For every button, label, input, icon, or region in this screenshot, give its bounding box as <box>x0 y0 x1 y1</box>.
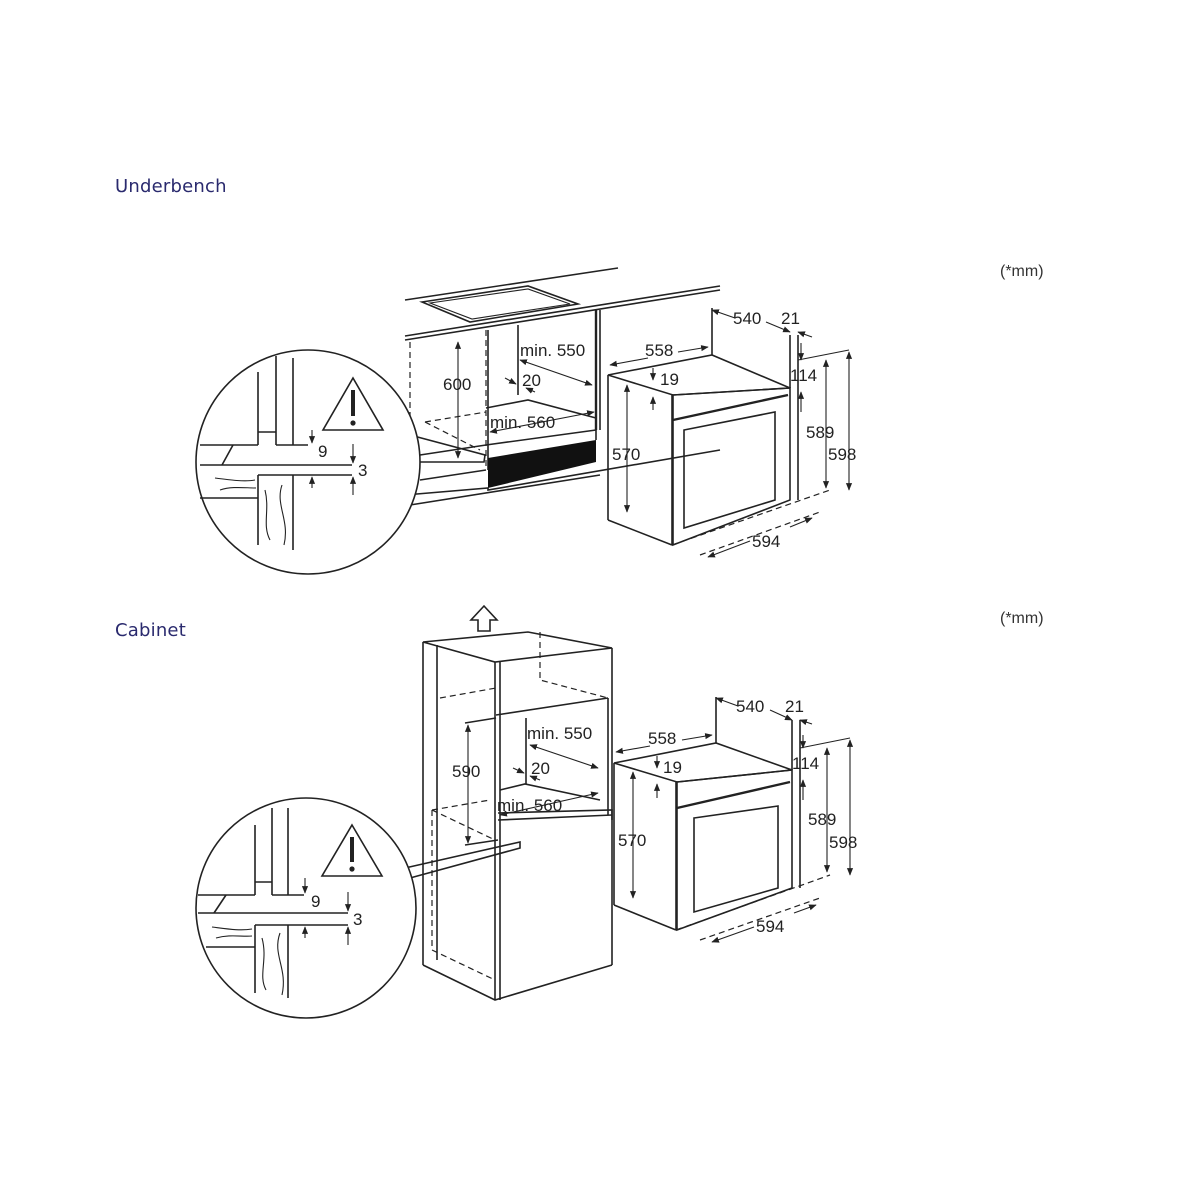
cabinet-detail-gap-bottom: 3 <box>353 910 362 929</box>
dim-oven-height-total: 598 <box>828 445 856 464</box>
tall-cabinet <box>422 631 613 1001</box>
dim-cabinet-oven-panel: 19 <box>663 758 682 777</box>
cabinet-oven: 540 21 558 19 570 114 589 598 594 <box>613 697 857 943</box>
dim-cabinet-oven-height-body: 570 <box>618 831 646 850</box>
section-title-underbench: Underbench <box>115 176 227 197</box>
dim-cabinet-niche-depth: min. 550 <box>527 724 592 743</box>
dim-oven-depth: 540 <box>733 309 761 328</box>
underbench-detail-circle: 9 3 <box>195 349 486 575</box>
dim-oven-width-front: 594 <box>752 532 780 551</box>
dim-niche-gap: 20 <box>522 371 541 390</box>
dim-cabinet-oven-height-front: 589 <box>808 810 836 829</box>
dim-cabinet-oven-depth: 540 <box>736 697 764 716</box>
dim-cabinet-oven-height-total: 598 <box>829 833 857 852</box>
arrow-up-outline-icon <box>469 604 499 632</box>
detail-gap-bottom: 3 <box>358 461 367 480</box>
dim-niche-depth: min. 550 <box>520 341 585 360</box>
dim-cabinet-oven-width-top: 558 <box>648 729 676 748</box>
dim-cabinet-niche-height: 590 <box>452 762 480 781</box>
dim-oven-front-offset: 114 <box>790 366 817 385</box>
cabinet-detail-circle: 9 3 <box>195 797 521 1019</box>
cabinet-detail-gap-top: 9 <box>311 892 320 911</box>
benchtop <box>404 267 721 341</box>
detail-gap-top: 9 <box>318 442 327 461</box>
dim-niche-width: min. 560 <box>490 413 555 432</box>
underbench-oven: 540 21 558 19 570 114 589 598 594 <box>607 308 856 558</box>
dim-cabinet-niche-gap: 20 <box>531 759 550 778</box>
unit-note-cabinet: (*mm) <box>1000 610 1044 627</box>
dim-oven-width-top: 558 <box>645 341 673 360</box>
dim-oven-door: 21 <box>781 309 800 328</box>
dim-line-width <box>489 410 595 434</box>
cabinet-niche-dimensions: 590 min. 550 20 min. 560 <box>452 724 599 844</box>
dim-cabinet-oven-door: 21 <box>785 697 804 716</box>
underbench-diagram: 600 min. 550 20 min. 560 <box>195 267 856 575</box>
dim-cabinet-niche-width: min. 560 <box>497 796 562 815</box>
dim-cabinet-oven-width-front: 594 <box>756 917 784 936</box>
unit-note-underbench: (*mm) <box>1000 263 1044 280</box>
underbench-niche-dimensions: 600 min. 550 20 min. 560 <box>443 341 595 459</box>
dim-line-depth <box>519 359 593 386</box>
warning-icon <box>320 823 384 877</box>
underbench-cabinet <box>404 310 721 506</box>
cabinet-diagram: 590 min. 550 20 min. 560 <box>195 604 857 1019</box>
warning-icon <box>321 376 385 431</box>
dim-oven-height-body: 570 <box>612 445 640 464</box>
dim-oven-height-front: 589 <box>806 423 834 442</box>
dim-niche-height: 600 <box>443 375 471 394</box>
dim-oven-panel: 19 <box>660 370 679 389</box>
section-title-cabinet: Cabinet <box>115 620 186 641</box>
dim-cabinet-oven-front-offset: 114 <box>792 754 819 773</box>
